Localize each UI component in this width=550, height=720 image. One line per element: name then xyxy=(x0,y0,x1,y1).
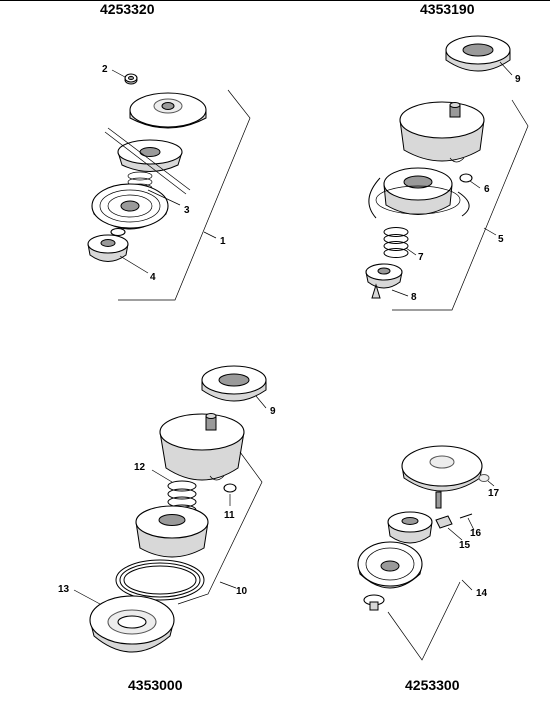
assembly-4253320 xyxy=(87,69,251,301)
part-number-top-right: 4353190 xyxy=(420,1,475,17)
callout-9-top: 9 xyxy=(515,74,521,85)
callout-12: 12 xyxy=(134,462,146,473)
callout-2: 2 xyxy=(102,64,108,75)
assembly-4353000 xyxy=(73,365,267,653)
part-spring-16 xyxy=(459,513,473,519)
part-number-top-left: 4253320 xyxy=(100,1,155,17)
part-cap xyxy=(399,101,485,163)
part-hub xyxy=(104,127,191,195)
part-spool xyxy=(368,167,470,219)
callout-5: 5 xyxy=(498,234,504,245)
assembly-4353190 xyxy=(365,35,529,311)
callout-10: 10 xyxy=(236,586,248,597)
part-nut-17 xyxy=(478,474,490,482)
callout-15: 15 xyxy=(459,540,471,551)
callout-13: 13 xyxy=(58,584,70,595)
part-top-cover-br xyxy=(401,445,483,509)
part-line-coil xyxy=(115,559,205,601)
callout-4: 4 xyxy=(150,272,156,283)
callout-7: 7 xyxy=(418,252,424,263)
callout-1: 1 xyxy=(220,236,226,247)
part-eyelet-15 xyxy=(435,515,453,529)
part-spool-disc xyxy=(91,183,169,230)
part-washer xyxy=(110,227,126,237)
callout-3: 3 xyxy=(184,205,190,216)
part-top-cover xyxy=(129,92,207,129)
part-spool-disc-br xyxy=(357,541,423,589)
callout-6: 6 xyxy=(484,184,490,195)
part-ring-9-top xyxy=(445,35,511,72)
callout-8: 8 xyxy=(411,292,417,303)
part-nut-2 xyxy=(124,73,138,85)
part-nut-6 xyxy=(459,173,473,183)
part-number-bottom-right: 4253300 xyxy=(405,677,460,693)
callout-14: 14 xyxy=(476,588,488,599)
part-knob-4 xyxy=(87,234,129,262)
part-number-bottom-left: 4353000 xyxy=(128,677,183,693)
part-hub-br xyxy=(387,511,433,544)
part-knob-br xyxy=(363,594,385,611)
callout-9-bottom: 9 xyxy=(270,406,276,417)
part-spring-7 xyxy=(383,227,409,258)
part-bump-knob-8 xyxy=(365,263,403,299)
callout-11: 11 xyxy=(224,510,235,521)
callout-16: 16 xyxy=(470,528,482,539)
part-spool-bottom xyxy=(135,505,209,558)
part-cap-bottom xyxy=(159,413,245,481)
part-nut-11 xyxy=(223,483,237,493)
assembly-4253300 xyxy=(357,445,495,661)
part-housing-13 xyxy=(89,595,175,653)
part-ring-9-bottom xyxy=(201,365,267,402)
callout-17: 17 xyxy=(488,488,500,499)
